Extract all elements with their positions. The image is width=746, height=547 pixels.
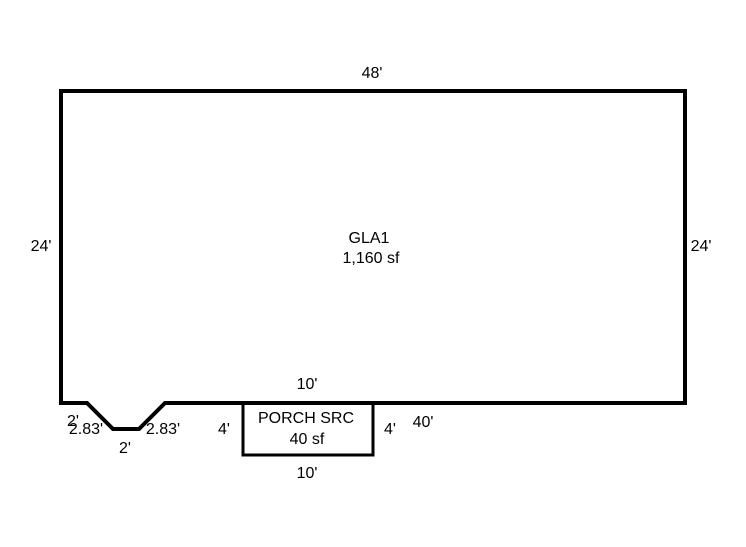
dim-right-label: 24' — [691, 238, 712, 255]
dim-porch-top-label: 10' — [297, 376, 318, 393]
porch-area-label: 40 sf — [290, 431, 325, 448]
gla-area-label: 1,160 sf — [343, 250, 400, 267]
porch-name-label: PORCH SRC — [258, 410, 354, 427]
dim-porch-left-label: 4' — [218, 421, 230, 438]
gla-name-label: GLA1 — [349, 230, 390, 247]
gla-outline — [59, 89, 687, 431]
dim-notch-right-diagonal-label: 2.83' — [146, 421, 180, 438]
dim-left-label: 24' — [31, 238, 52, 255]
dim-porch-right-label: 4' — [384, 421, 396, 438]
porch-outline — [241, 401, 375, 457]
dim-notch-left-diagonal-label: 2.83' — [69, 421, 103, 438]
dim-porch-bottom-label: 10' — [297, 465, 318, 482]
dim-notch-depth-label: 2' — [67, 413, 79, 430]
dim-bottom-right-label: 40' — [413, 414, 434, 431]
dim-top-label: 48' — [362, 65, 383, 82]
dim-notch-bottom-label: 2' — [119, 440, 131, 457]
